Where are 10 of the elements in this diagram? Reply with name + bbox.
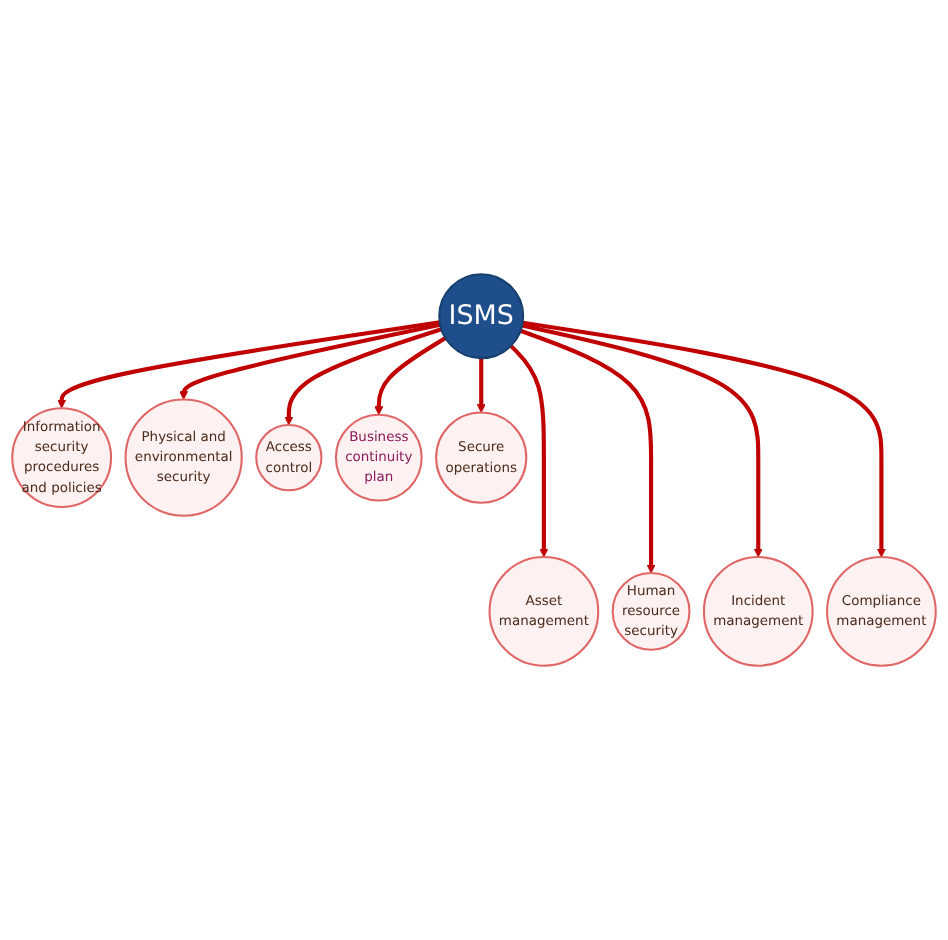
arrow bbox=[522, 320, 886, 558]
arrow bbox=[284, 327, 442, 426]
arrow bbox=[476, 358, 486, 413]
arrow bbox=[57, 320, 441, 409]
node-circle: ISMS bbox=[438, 273, 525, 360]
arrow bbox=[509, 344, 549, 558]
arrow bbox=[179, 322, 441, 400]
arrow bbox=[521, 323, 763, 558]
arrow bbox=[374, 336, 447, 416]
arrow bbox=[519, 328, 656, 574]
